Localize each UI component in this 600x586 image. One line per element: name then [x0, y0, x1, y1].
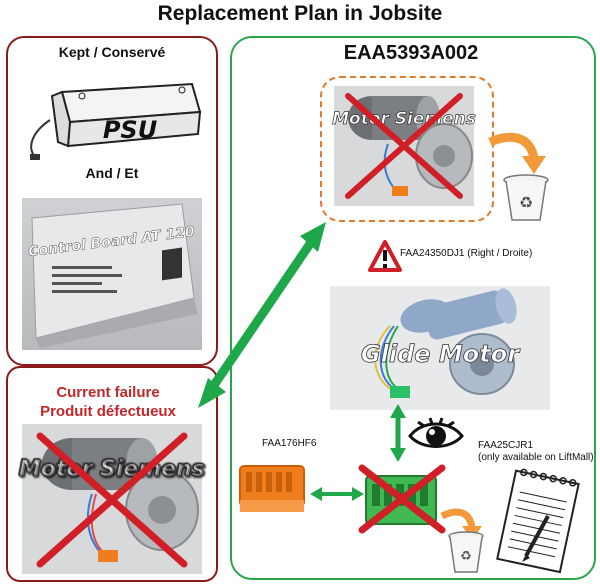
- eye-icon: [408, 417, 464, 448]
- cross-line-6: [358, 464, 446, 534]
- notebook-availability-note: (only available on LiftMall): [478, 452, 594, 463]
- page-title: Replacement Plan in Jobsite: [157, 2, 443, 25]
- glide-motor-text: Glide Motor: [361, 340, 521, 368]
- recycle-bin-bottom-icon: ♻: [448, 531, 484, 573]
- connector-part-number: FAA176HF6: [262, 438, 317, 449]
- notebook-icon: [496, 468, 580, 574]
- and-label: And / Et: [85, 165, 139, 181]
- psu-drawing: PSU: [30, 82, 202, 160]
- control-board-drawing: Control Board AT 120: [27, 203, 198, 348]
- replacement-panel: [230, 36, 596, 580]
- kept-panel: [6, 36, 218, 366]
- svg-text:♻: ♻: [460, 549, 472, 564]
- part-number-title: EAA5393A002: [343, 42, 479, 64]
- recycle-bin-icon: ♻: [503, 174, 549, 221]
- notebook-part-number: FAA25CJR1: [478, 440, 534, 451]
- control-board-photo: Control Board AT 120: [22, 198, 202, 350]
- green-connector-photo: [358, 464, 446, 534]
- curved-arrow-icon: [488, 132, 546, 174]
- cross-line-2: [36, 432, 188, 568]
- psu-text: PSU: [103, 116, 157, 144]
- old-motor-photo: Motor Siemens: [332, 86, 476, 206]
- orange-connector-photo: [239, 465, 305, 512]
- failure-label-en: Current failure: [56, 384, 160, 401]
- failed-motor-text: Motor Siemens: [19, 457, 205, 482]
- kept-label: Kept / Conservé: [58, 44, 166, 60]
- failure-panel: [6, 366, 218, 582]
- failed-motor-photo: Motor Siemens: [19, 424, 205, 574]
- glide-motor-part-number: FAA24350DJ1 (Right / Droite): [400, 248, 533, 259]
- warning-icon: [368, 240, 402, 272]
- failure-label-fr: Produit défectueux: [40, 403, 176, 420]
- cross-line-4: [345, 93, 463, 199]
- old-motor-box: [320, 76, 494, 222]
- svg-text:♻: ♻: [519, 193, 533, 212]
- glide-motor-photo: Glide Motor: [330, 286, 550, 410]
